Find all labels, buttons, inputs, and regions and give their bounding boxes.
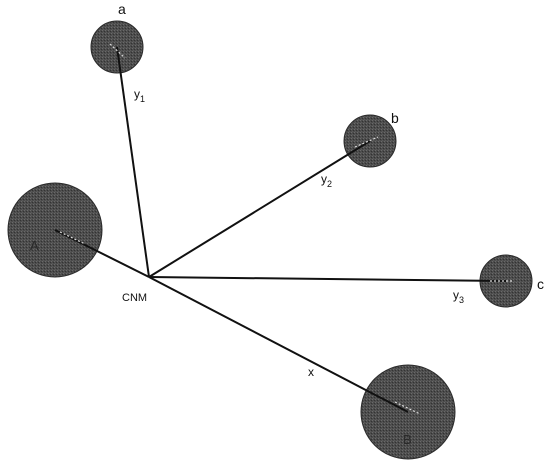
label-body-B: B bbox=[403, 432, 412, 447]
segment-y3 bbox=[148, 276, 507, 282]
label-body-b: b bbox=[391, 110, 399, 126]
segment-y1 bbox=[116, 46, 150, 278]
label-body-c: c bbox=[537, 276, 544, 292]
label-cnm: CNM bbox=[122, 292, 147, 304]
arrow-in-B bbox=[394, 401, 421, 415]
arrow-in-A bbox=[59, 231, 86, 245]
segment-y2 bbox=[148, 140, 371, 278]
label-y1: y1 bbox=[134, 87, 145, 104]
label-body-a: a bbox=[118, 1, 126, 17]
segment-x bbox=[148, 276, 409, 413]
segment-to-A bbox=[54, 229, 150, 278]
label-y2: y2 bbox=[321, 172, 332, 189]
arrow-in-b bbox=[354, 136, 379, 148]
label-body-A: A bbox=[30, 238, 39, 253]
label-y3: y3 bbox=[453, 288, 464, 305]
arrow-in-a bbox=[109, 43, 126, 59]
label-x: x bbox=[308, 365, 314, 379]
